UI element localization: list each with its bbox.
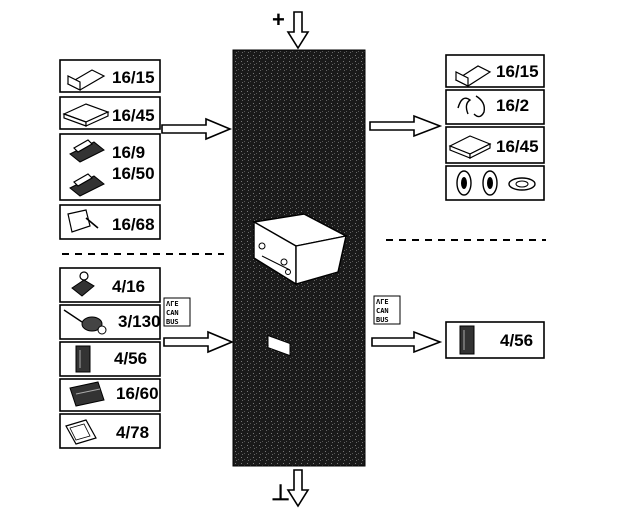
switch-module-icon [454,65,492,87]
arrow-inputs-bottom [163,330,235,354]
speaker-icon [456,170,472,196]
connector-icon [457,95,486,118]
input-label: 4/56 [114,349,147,368]
display-unit-icon [65,419,97,445]
input-label: 16/45 [112,106,155,125]
arrow-outputs-top [369,114,443,138]
input-label: 4/16 [112,277,145,296]
svg-text:ΛΓΕ: ΛΓΕ [166,300,179,308]
input-label: 16/60 [116,384,159,403]
seat-switch-icon [69,173,105,197]
output-4-56: 4/56 [445,321,545,359]
input-16-68: 16/68 [59,204,161,240]
output-label: 16/2 [496,96,529,115]
output-16-2: 16/2 [445,89,545,125]
can-bus-label-left: ΛΓΕ CAN BUS [163,297,191,327]
can-bus-label-right: ΛΓΕ CAN BUS [373,295,401,325]
input-4-78: 4/78 [59,413,161,449]
output-label: 16/45 [496,137,539,156]
arrow-outputs-bottom [371,330,443,354]
input-16-9-16-50: 16/9 16/50 [59,133,161,201]
input-label: 16/50 [112,164,155,183]
svg-text:BUS: BUS [376,316,389,324]
power-input-arrow [286,11,310,50]
svg-text:CAN: CAN [166,309,179,317]
seat-switch-icon [69,139,105,163]
output-label: 16/15 [496,62,539,81]
relay-box-icon [69,381,105,407]
input-3-130: 3/130 [59,304,161,340]
input-label: 3/130 [118,312,161,331]
output-16-15: 16/15 [445,54,545,88]
flat-module-icon [448,135,492,159]
output-speakers [445,165,545,201]
svg-text:BUS: BUS [166,318,179,326]
cable-connector-icon [63,309,107,335]
input-label: 16/68 [112,215,155,234]
input-label: 4/78 [116,423,149,442]
switch-module-icon [66,69,106,91]
control-unit-icon [251,213,349,357]
input-16-60: 16/60 [59,378,161,412]
output-label: 4/56 [500,331,533,350]
input-label: 16/9 [112,143,145,162]
arrow-inputs-top [161,117,233,141]
speaker-icon [508,177,536,191]
ground-output-arrow [286,469,310,508]
flat-module-icon [62,103,110,127]
speaker-icon [482,170,498,196]
bracket-module-icon [67,209,99,233]
svg-text:CAN: CAN [376,307,389,315]
input-4-16: 4/16 [59,267,161,303]
input-16-45: 16/45 [59,96,161,130]
power-plus-symbol: + [272,7,285,32]
input-4-56: 4/56 [59,341,161,377]
ground-symbol: ⊥ [271,480,290,505]
sensor-icon [71,271,95,297]
output-16-45: 16/45 [445,126,545,164]
input-label: 16/15 [112,68,155,87]
cylinder-icon [75,345,91,373]
input-16-15: 16/15 [59,59,161,93]
cylinder-icon [459,325,475,355]
svg-text:ΛΓΕ: ΛΓΕ [376,298,389,306]
